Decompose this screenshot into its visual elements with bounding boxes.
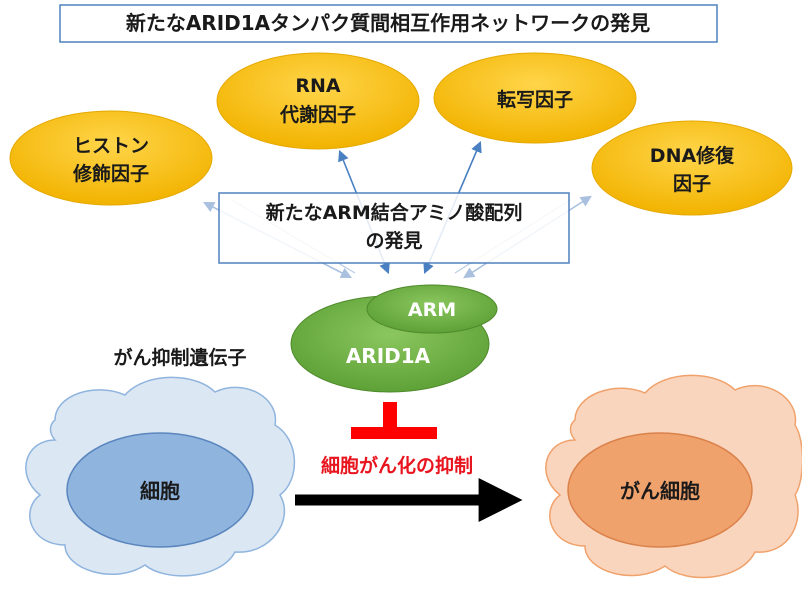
cancer-cell-nucleus — [567, 432, 753, 548]
inhibition-label: 細胞がん化の抑制 — [321, 454, 473, 477]
rna-metabolism-node: RNA 代謝因子 — [216, 52, 420, 150]
transcription-factor-node: 転写因子 — [433, 52, 637, 144]
histone-modifier-node: ヒストン 修飾因子 — [9, 110, 213, 206]
title-box: 新たなARID1Aタンパク質間相互作用ネットワークの発見 — [59, 4, 718, 43]
normal-cell-label: 細胞 — [140, 479, 180, 503]
cancer-cell-label: がん細胞 — [620, 479, 700, 503]
title-text: 新たなARID1Aタンパク質間相互作用ネットワークの発見 — [126, 11, 650, 35]
histone-label-line1: ヒストン — [73, 135, 149, 157]
normal-cell: 細胞 — [25, 376, 296, 577]
dna-label-line1: DNA修復 — [650, 144, 735, 167]
arm-label: ARM — [408, 299, 456, 321]
arm-domain: ARM — [366, 284, 498, 334]
dna-repair-node: DNA修復 因子 — [591, 120, 793, 216]
arm-sequence-line2: の発見 — [365, 229, 422, 252]
normal-cell-nucleus — [66, 432, 254, 548]
tumor-suppressor-label: がん抑制遺伝子 — [113, 346, 246, 369]
rna-label-line2: 代謝因子 — [279, 103, 356, 126]
arid1a-label: ARID1A — [346, 344, 431, 368]
inhibition-symbol — [351, 402, 437, 439]
cancer-cell: がん細胞 — [545, 374, 802, 579]
dna-label-line2: 因子 — [673, 173, 711, 195]
transcription-label: 転写因子 — [497, 89, 573, 111]
arm-sequence-box: 新たなARM結合アミノ酸配列 の発見 — [218, 192, 570, 264]
rna-label-line1: RNA — [295, 75, 341, 97]
arm-sequence-line1: 新たなARM結合アミノ酸配列 — [266, 201, 523, 224]
histone-label-line2: 修飾因子 — [72, 162, 149, 185]
